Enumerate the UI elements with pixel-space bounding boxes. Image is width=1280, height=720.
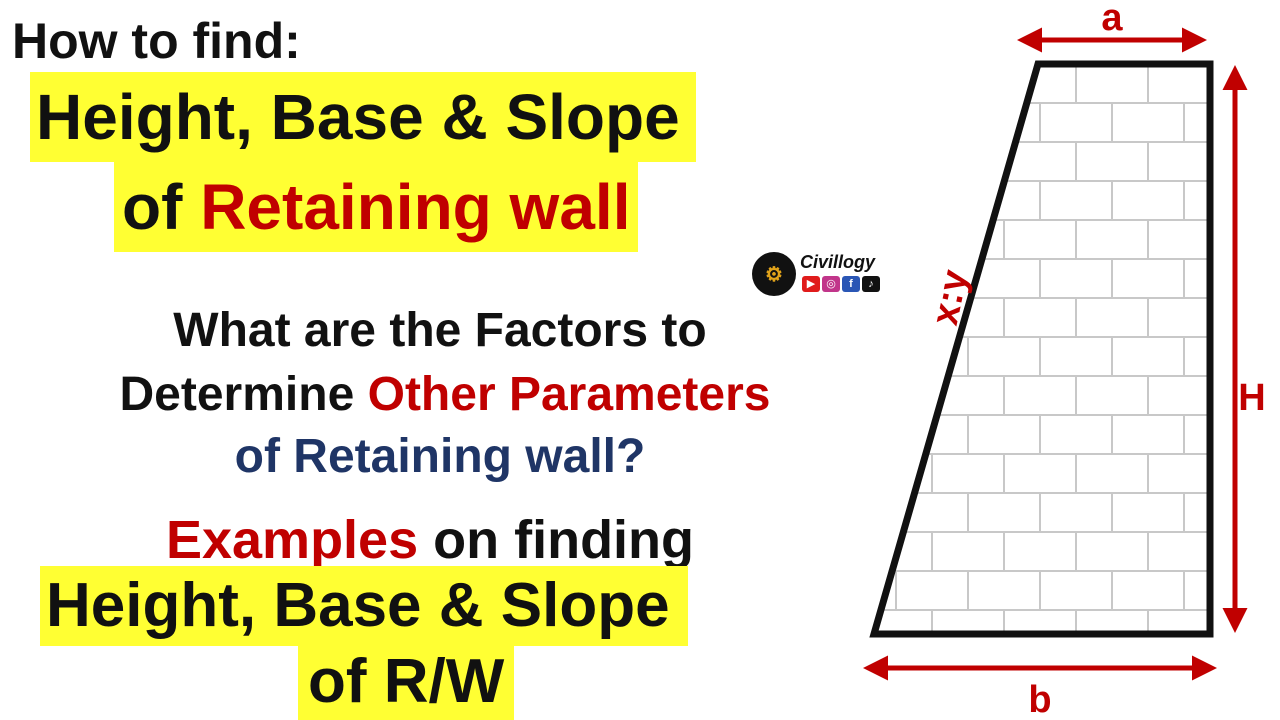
question-line-2-red: Other Parameters: [367, 368, 771, 421]
question-line-2: Determine Other Parameters: [0, 366, 890, 424]
label-base-width: b: [1028, 679, 1051, 720]
label-height: H: [1238, 377, 1265, 419]
how-to-heading: How to find:: [12, 13, 301, 69]
examples-word: Examples: [165, 510, 419, 570]
examples-line-1: Examples on finding: [0, 508, 860, 572]
facebook-icon: f: [842, 276, 860, 292]
title-line-2-prefix: of: [122, 171, 201, 243]
question-line-1: What are the Factors to: [173, 304, 707, 357]
channel-logo: ⚙ Civillogy ▶ ◎ f ♪: [752, 250, 902, 300]
social-icons: ▶ ◎ f ♪: [802, 276, 880, 292]
title-line-2: of Retaining wall: [114, 162, 639, 252]
youtube-icon: ▶: [802, 276, 820, 292]
question-line-2-prefix: Determine: [119, 368, 368, 421]
label-slope: x:y: [924, 266, 977, 328]
logo-name: Civillogy: [800, 252, 876, 272]
instagram-icon: ◎: [822, 276, 840, 292]
gear-logo-icon: ⚙: [752, 252, 796, 296]
title-line-2-red: Retaining wall: [200, 171, 631, 243]
question-line-3: of Retaining wall?: [234, 430, 646, 483]
tiktok-icon: ♪: [862, 276, 880, 292]
retaining-wall-diagram: a b H x:y: [863, 0, 1266, 720]
brick-pattern: [874, 64, 1210, 634]
title-line-1: Height, Base & Slope: [30, 72, 696, 162]
examples-rest: on finding: [418, 510, 695, 570]
examples-line-2: Height, Base & Slope: [40, 566, 688, 646]
examples-line-3: of R/W: [298, 644, 515, 720]
wall-outline: [869, 60, 1214, 638]
label-top-width: a: [1101, 0, 1123, 39]
